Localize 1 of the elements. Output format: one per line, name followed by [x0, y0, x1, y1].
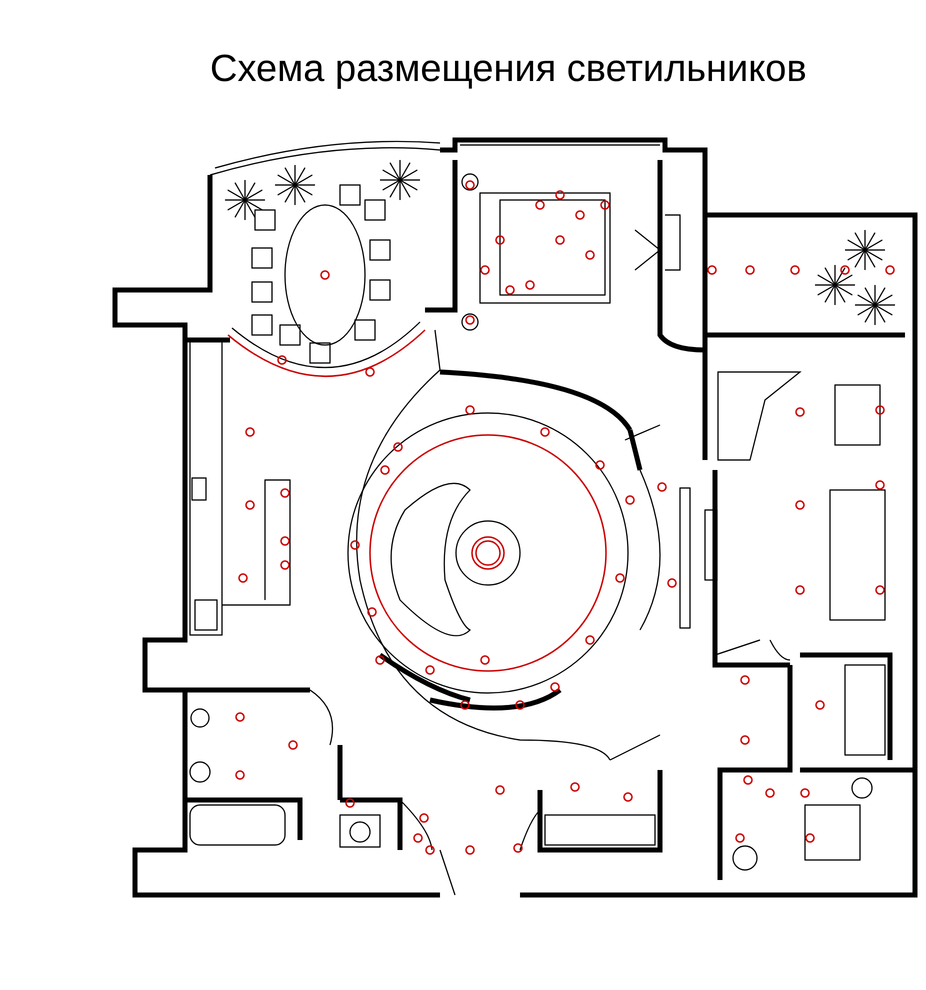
title: Схема размещения светильников — [210, 48, 807, 91]
